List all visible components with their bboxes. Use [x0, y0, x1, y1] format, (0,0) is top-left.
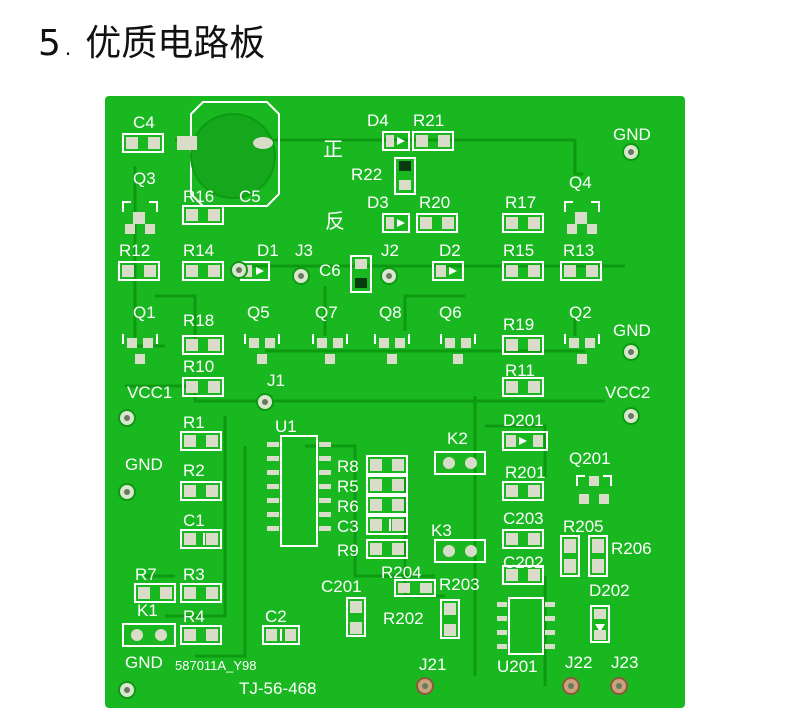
ic-footprints	[267, 435, 555, 655]
label-r21: R21	[413, 111, 444, 130]
label-k3: K3	[431, 521, 452, 540]
label-gnd-left: GND	[125, 455, 163, 474]
label-k2: K2	[447, 429, 468, 448]
label-j22: J22	[565, 653, 592, 672]
label-c201: C201	[321, 577, 362, 596]
label-c6: C6	[319, 261, 341, 280]
heading-separator: .	[64, 36, 72, 60]
pcb-board: C4 C5 D4 R21 GND 正 R22 Q3 R16 D3 R20 R17…	[105, 96, 685, 708]
label-r201: R201	[505, 463, 546, 482]
label-r203: R203	[439, 575, 480, 594]
smd-footprints	[118, 131, 610, 645]
label-d201: D201	[503, 411, 544, 430]
label-r11: R11	[505, 361, 535, 380]
label-r13: R13	[563, 241, 594, 260]
label-r1: R1	[183, 413, 205, 432]
label-r8: R8	[337, 457, 359, 476]
label-c203: C203	[503, 509, 544, 528]
label-c4: C4	[133, 113, 155, 132]
label-c3: C3	[337, 517, 359, 536]
label-gnd-top-right: GND	[613, 125, 651, 144]
label-r22: R22	[351, 165, 382, 184]
label-r205: R205	[563, 517, 604, 536]
silkscreen-labels: C4 C5 D4 R21 GND 正 R22 Q3 R16 D3 R20 R17…	[119, 111, 652, 698]
label-r12: R12	[119, 241, 150, 260]
page-heading: 5 . 优质电路板	[38, 14, 265, 66]
pcb-artwork: C4 C5 D4 R21 GND 正 R22 Q3 R16 D3 R20 R17…	[118, 101, 652, 699]
label-j23: J23	[611, 653, 638, 672]
label-r18: R18	[183, 311, 214, 330]
label-r204: R204	[381, 563, 422, 582]
label-r10: R10	[183, 357, 214, 376]
label-u201: U201	[497, 657, 538, 676]
label-vcc1: VCC1	[127, 383, 172, 402]
label-r14: R14	[183, 241, 214, 260]
through-holes	[118, 143, 640, 699]
label-j1: J1	[267, 371, 285, 390]
label-q201: Q201	[569, 449, 611, 468]
label-r20: R20	[419, 193, 450, 212]
label-d3: D3	[367, 193, 389, 212]
label-c2: C2	[265, 607, 287, 626]
label-q4: Q4	[569, 173, 592, 192]
label-r206: R206	[611, 539, 652, 558]
switch-footprints	[122, 451, 486, 647]
label-d202: D202	[589, 581, 630, 600]
label-r19: R19	[503, 315, 534, 334]
label-c5: C5	[239, 187, 261, 206]
label-c202: C202	[503, 553, 544, 572]
battery-holder	[177, 101, 280, 207]
label-q3: Q3	[133, 169, 156, 188]
label-r9: R9	[337, 541, 359, 560]
label-q1: Q1	[133, 303, 156, 322]
label-d4: D4	[367, 111, 389, 130]
label-zheng: 正	[323, 137, 343, 161]
label-gnd-bottom: GND	[125, 653, 163, 672]
label-vcc2: VCC2	[605, 383, 650, 402]
label-q8: Q8	[379, 303, 402, 322]
transistors	[122, 201, 612, 504]
label-r2: R2	[183, 461, 205, 480]
label-r4: R4	[183, 607, 205, 626]
label-board-code: 587011A_Y98	[175, 658, 256, 673]
label-r17: R17	[505, 193, 536, 212]
label-fan: 反	[325, 209, 345, 233]
label-r5: R5	[337, 477, 359, 496]
label-u1: U1	[275, 417, 297, 436]
label-j3: J3	[295, 241, 313, 260]
label-q2: Q2	[569, 303, 592, 322]
label-j2: J2	[381, 241, 399, 260]
label-q6: Q6	[439, 303, 462, 322]
label-r6: R6	[337, 497, 359, 516]
label-q5: Q5	[247, 303, 270, 322]
label-c1: C1	[183, 511, 205, 530]
label-j21: J21	[419, 655, 446, 674]
label-model: TJ-56-468	[239, 679, 316, 698]
label-r16: R16	[183, 187, 214, 206]
label-d2: D2	[439, 241, 461, 260]
label-k1: K1	[137, 601, 158, 620]
label-r15: R15	[503, 241, 534, 260]
label-gnd-right: GND	[613, 321, 651, 340]
label-r7: R7	[135, 565, 157, 584]
label-r202: R202	[383, 609, 424, 628]
label-q7: Q7	[315, 303, 338, 322]
heading-title: 优质电路板	[85, 23, 266, 64]
label-r3: R3	[183, 565, 205, 584]
label-d1: D1	[257, 241, 279, 260]
heading-number: 5	[38, 23, 61, 64]
